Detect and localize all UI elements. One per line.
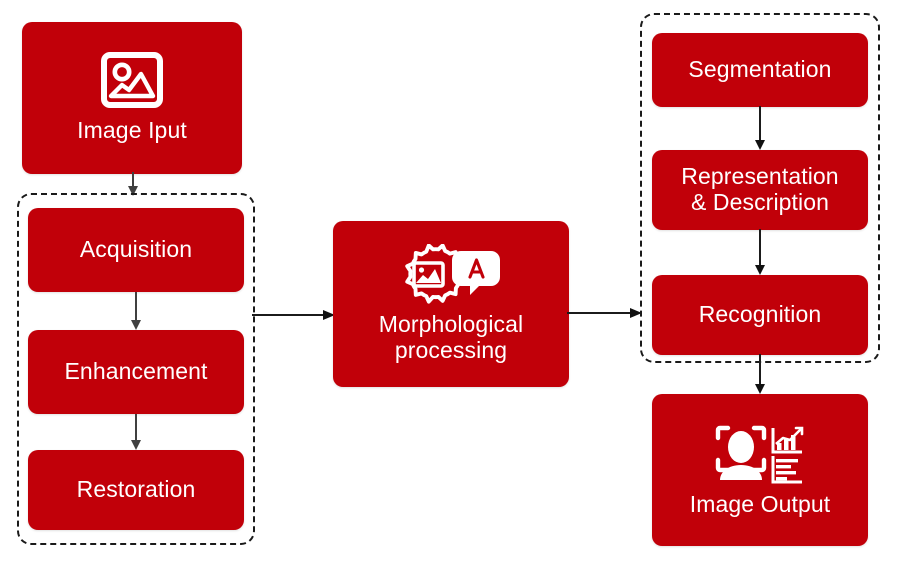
node-image-output-label: Image Output bbox=[689, 491, 831, 518]
node-morphological-processing[interactable]: Morphological processing bbox=[333, 221, 569, 387]
arrow-enhancement-to-restoration bbox=[131, 414, 141, 450]
node-representation-description-label: Representation & Description bbox=[681, 163, 839, 215]
node-recognition[interactable]: Recognition bbox=[652, 275, 868, 355]
arrow-acquisition-to-enhancement bbox=[131, 292, 141, 330]
arrow-morphological-to-analysis bbox=[567, 308, 642, 318]
picture-icon bbox=[99, 52, 165, 110]
arrow-preprocessing-to-morphological bbox=[252, 310, 335, 320]
node-representation-description[interactable]: Representation & Description bbox=[652, 150, 868, 230]
node-enhancement-label: Enhancement bbox=[64, 358, 208, 385]
node-enhancement[interactable]: Enhancement bbox=[28, 330, 244, 414]
node-segmentation[interactable]: Segmentation bbox=[652, 33, 868, 107]
face-recognition-chart-icon bbox=[712, 422, 808, 484]
arrow-recognition-to-image-output bbox=[755, 354, 765, 394]
node-recognition-label: Recognition bbox=[698, 301, 822, 328]
node-image-output[interactable]: Image Output bbox=[652, 394, 868, 546]
node-morphological-processing-label: Morphological processing bbox=[378, 311, 524, 363]
arrow-representation-to-recognition bbox=[755, 229, 765, 275]
node-segmentation-label: Segmentation bbox=[688, 56, 832, 83]
node-restoration[interactable]: Restoration bbox=[28, 450, 244, 530]
preprocessing-group bbox=[17, 193, 255, 545]
node-restoration-label: Restoration bbox=[76, 476, 196, 503]
arrow-input-to-preprocessing bbox=[128, 172, 138, 196]
arrow-segmentation-to-representation bbox=[755, 106, 765, 150]
node-acquisition-label: Acquisition bbox=[79, 236, 193, 263]
node-acquisition[interactable]: Acquisition bbox=[28, 208, 244, 292]
gear-image-speech-icon bbox=[397, 243, 505, 304]
node-image-input-label: Image Iput bbox=[77, 117, 187, 144]
node-image-input[interactable]: Image Iput bbox=[22, 22, 242, 174]
